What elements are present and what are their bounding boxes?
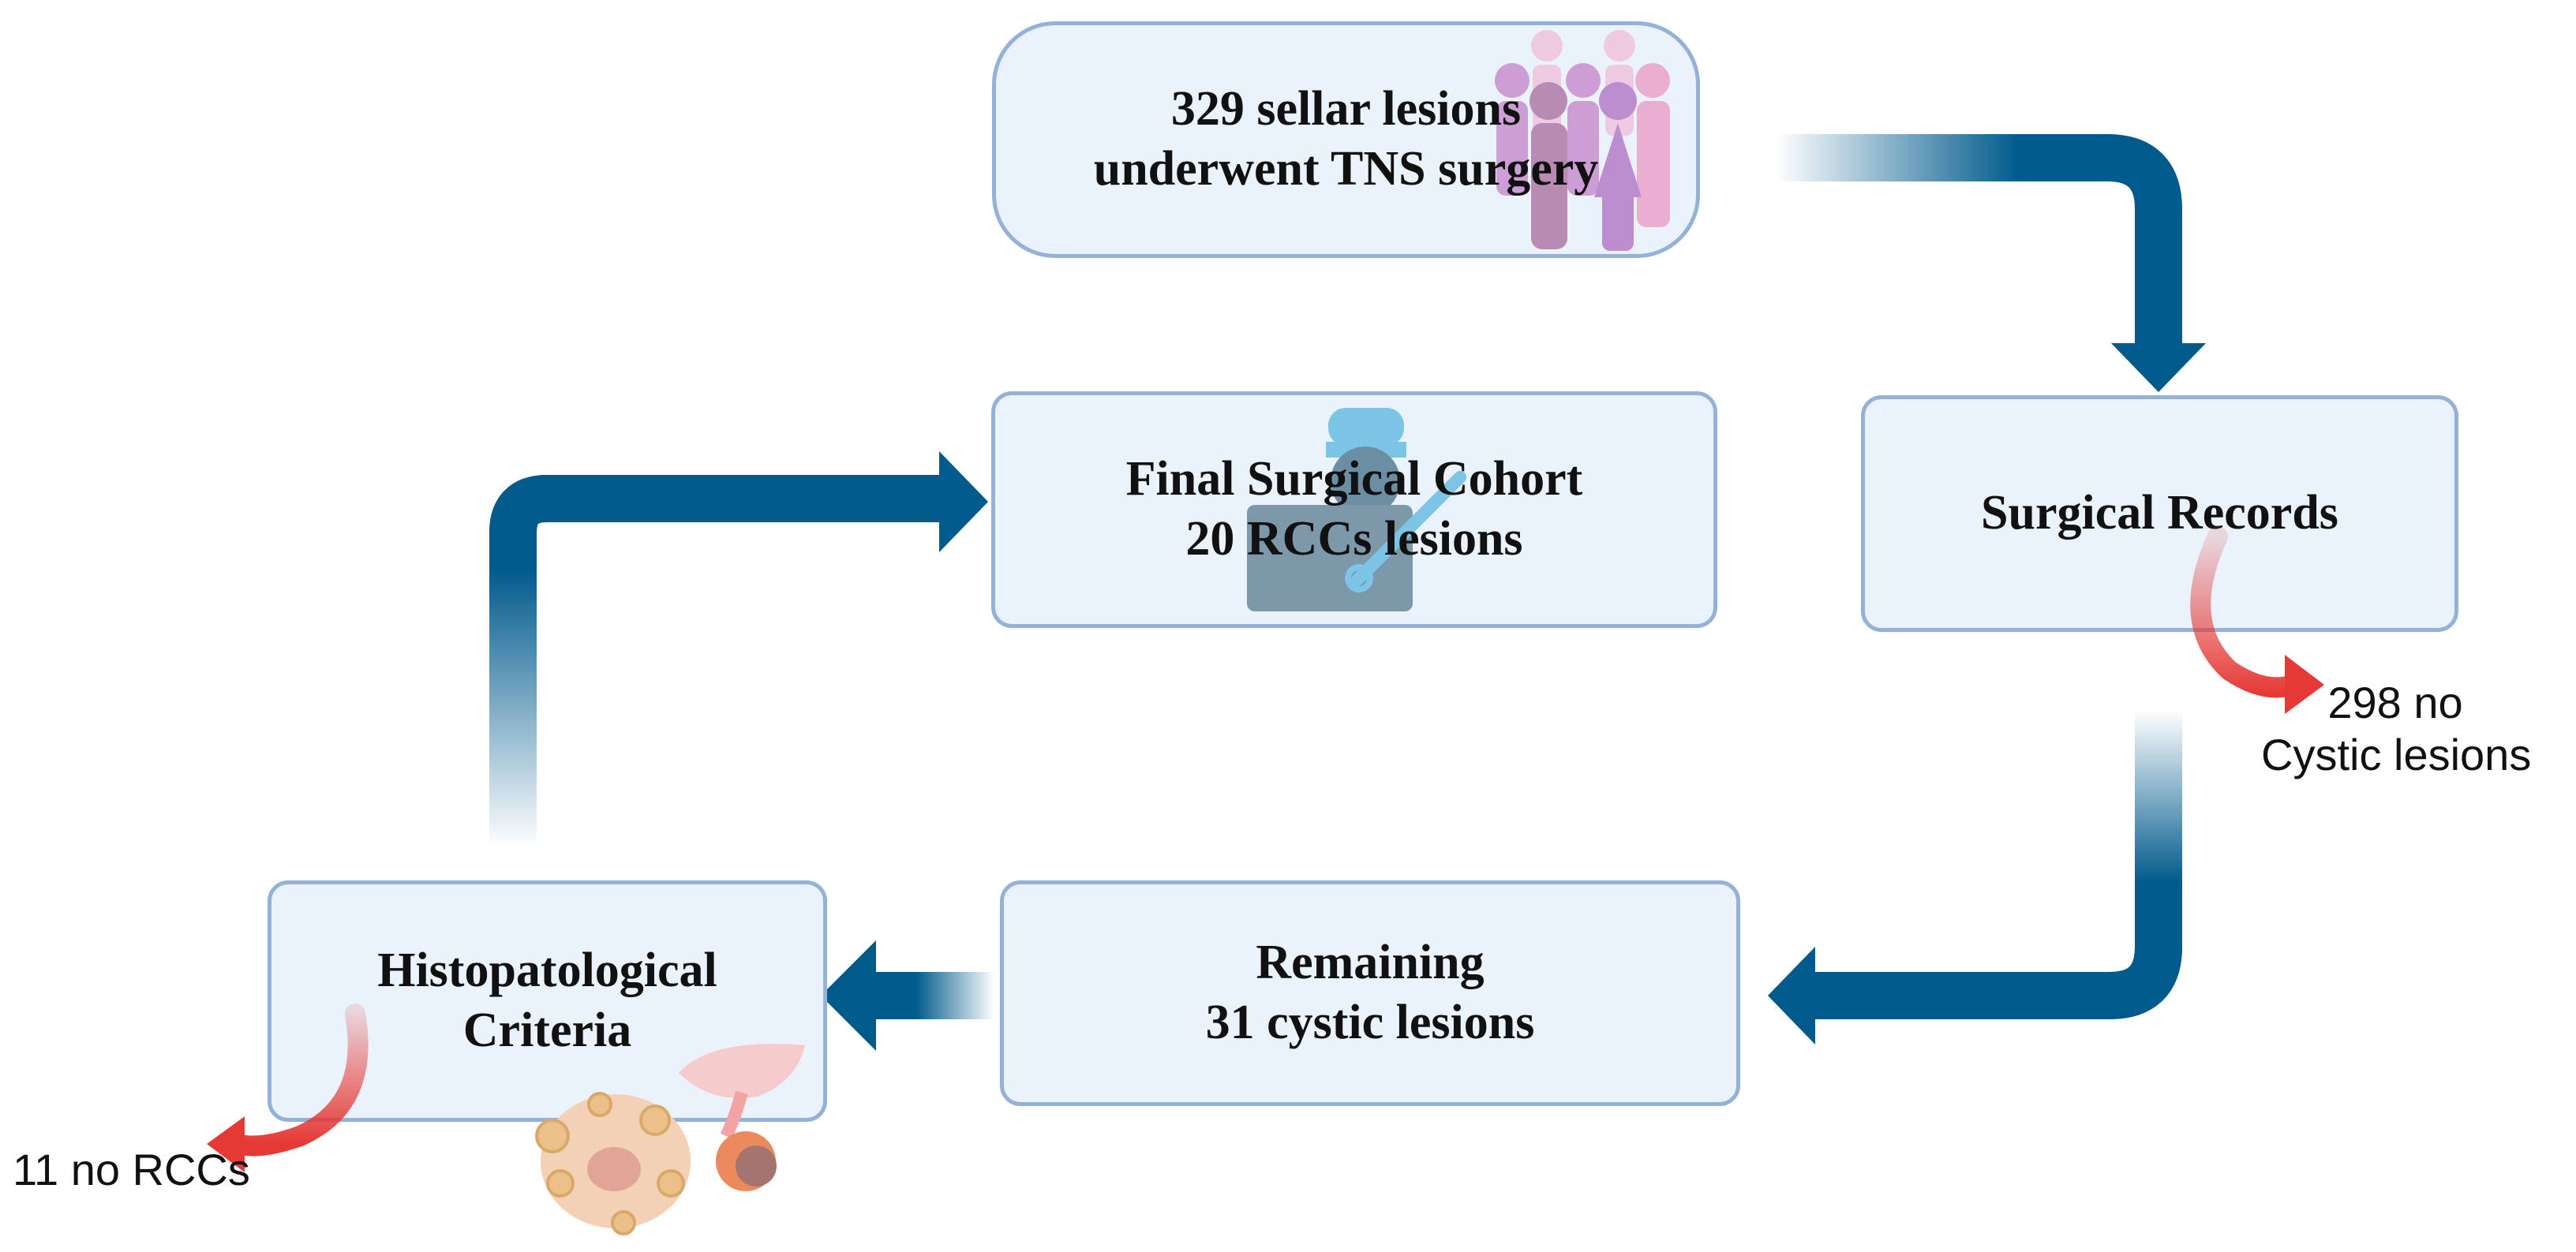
histopathological-node: Histopatological Criteria (268, 880, 827, 1122)
final-cohort-line1: Final Surgical Cohort (1125, 452, 1583, 506)
start-node: 329 sellar lesions underwent TNS surgery (992, 21, 1700, 258)
arrow-start-to-records (1776, 134, 2206, 392)
surgical-records-label: Surgical Records (1981, 486, 2338, 540)
surgical-records-node: Surgical Records (1861, 395, 2458, 632)
no-rcc-label: 11 no RCCs (13, 1144, 250, 1196)
final-cohort-node: Final Surgical Cohort 20 RCCs lesions (991, 391, 1717, 628)
remaining-line2: 31 cystic lesions (1205, 996, 1535, 1049)
remaining-node: Remaining 31 cystic lesions (1000, 880, 1740, 1106)
histopathological-line2: Criteria (462, 1003, 632, 1057)
final-cohort-line2: 20 RCCs lesions (1185, 512, 1523, 566)
no-cystic-line2: Cystic lesions (2261, 730, 2532, 780)
no-cystic-label: 298 no Cystic lesions (2261, 677, 2532, 781)
arrow-histo-to-final (489, 451, 988, 848)
histopathological-line1: Histopatological (377, 944, 717, 998)
start-node-line2: underwent TNS surgery (1093, 142, 1599, 196)
no-cystic-line1: 298 no (2327, 678, 2463, 727)
arrow-remaining-to-histo (821, 940, 994, 1051)
remaining-line1: Remaining (1256, 936, 1485, 990)
start-node-line1: 329 sellar lesions (1170, 82, 1522, 136)
arrow-records-to-remaining (1768, 710, 2182, 1045)
no-rcc-line1: 11 no RCCs (13, 1145, 250, 1194)
